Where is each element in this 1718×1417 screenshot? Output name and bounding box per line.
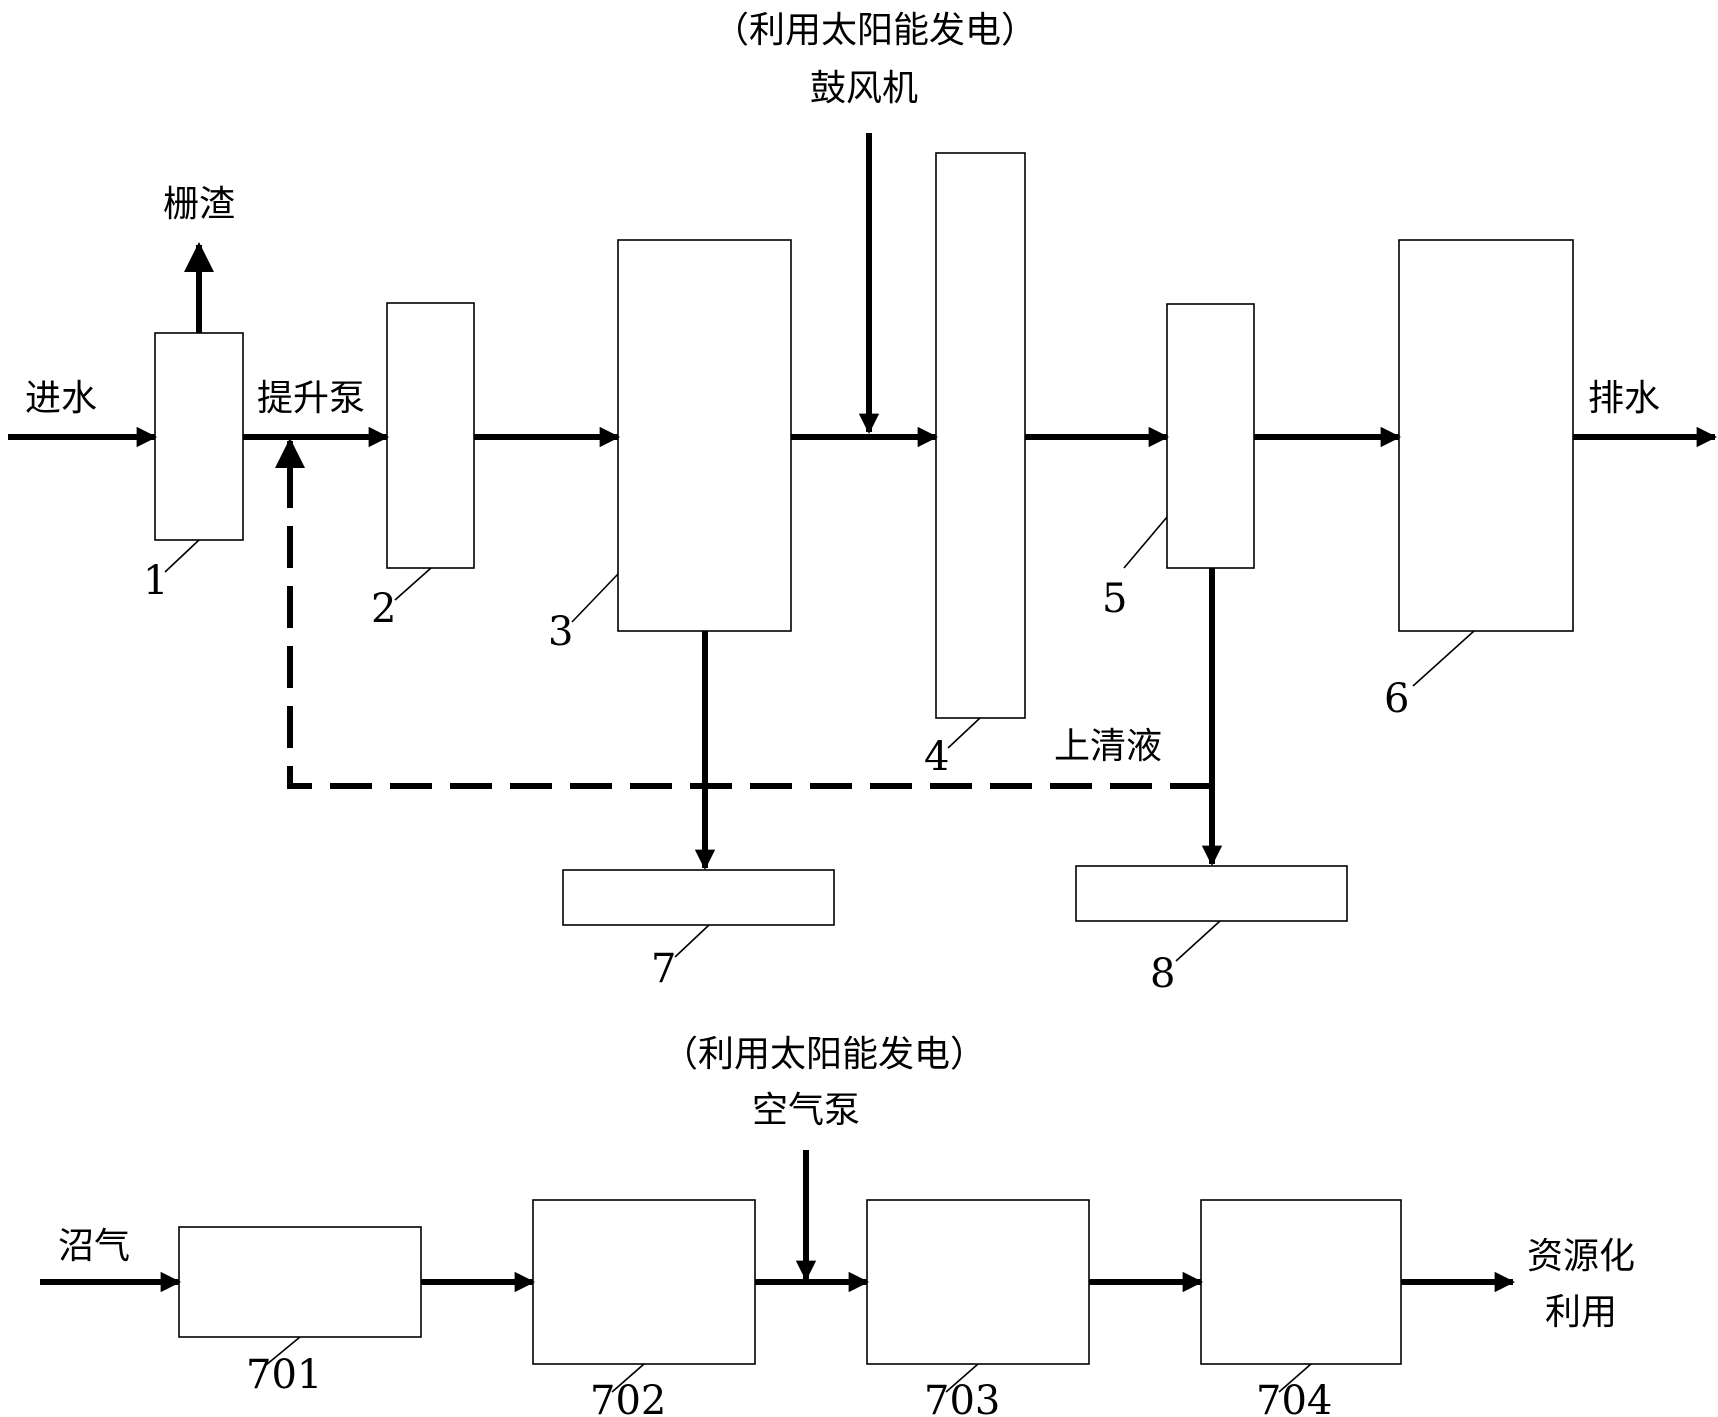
leader-6 [1412,630,1475,687]
unit-5-box [1166,303,1255,569]
unit-6-number: 6 [1384,676,1409,722]
resource-label-line2: 利用 [1545,1292,1617,1333]
screenings-label: 栅渣 [163,184,235,225]
unit-704-number: 704 [1256,1378,1332,1417]
air-pump-label: 空气泵 [752,1090,860,1131]
blower-label: 鼓风机 [810,68,918,109]
solar-bottom-label: （利用太阳能发电） [662,1034,986,1075]
unit-4-number: 4 [924,734,949,780]
unit-1-box [154,332,244,541]
unit-5-number: 5 [1102,576,1127,622]
unit-8-box [1075,865,1348,922]
leader-5 [1123,516,1168,569]
discharge-label: 排水 [1588,378,1660,419]
unit-702-number: 702 [590,1378,666,1417]
unit-3-number: 3 [548,609,573,655]
unit-2-box [386,302,475,569]
solar-top-label: （利用太阳能发电） [713,10,1037,51]
unit-703-number: 703 [924,1378,1000,1417]
unit-701-number: 701 [246,1352,322,1398]
leader-4 [947,717,981,749]
unit-6-box [1398,239,1574,632]
resource-label-line1: 资源化 [1527,1236,1635,1277]
unit-702-box [532,1199,756,1365]
unit-1-number: 1 [143,558,168,604]
leader-704 [1278,1363,1312,1393]
unit-704-box [1200,1199,1402,1365]
unit-703-box [866,1199,1090,1365]
leader-7 [674,924,710,958]
unit-7-box [562,869,835,926]
unit-4-box [935,152,1026,719]
supernatant-label: 上清液 [1054,726,1162,767]
leader-1 [164,539,200,573]
unit-2-number: 2 [371,586,396,632]
supernatant-return-line [287,470,1212,789]
leader-2 [394,567,432,601]
leader-3 [571,573,619,623]
unit-7-number: 7 [651,946,676,992]
inflow-label: 进水 [25,378,97,419]
leader-703 [945,1363,979,1393]
unit-3-box [617,239,792,632]
unit-8-number: 8 [1150,951,1175,997]
leader-702 [611,1363,645,1393]
unit-701-box [178,1226,422,1338]
leader-701 [265,1336,301,1366]
biogas-label: 沼气 [58,1226,130,1267]
leader-8 [1175,920,1221,962]
lift-pump-label: 提升泵 [257,378,365,419]
